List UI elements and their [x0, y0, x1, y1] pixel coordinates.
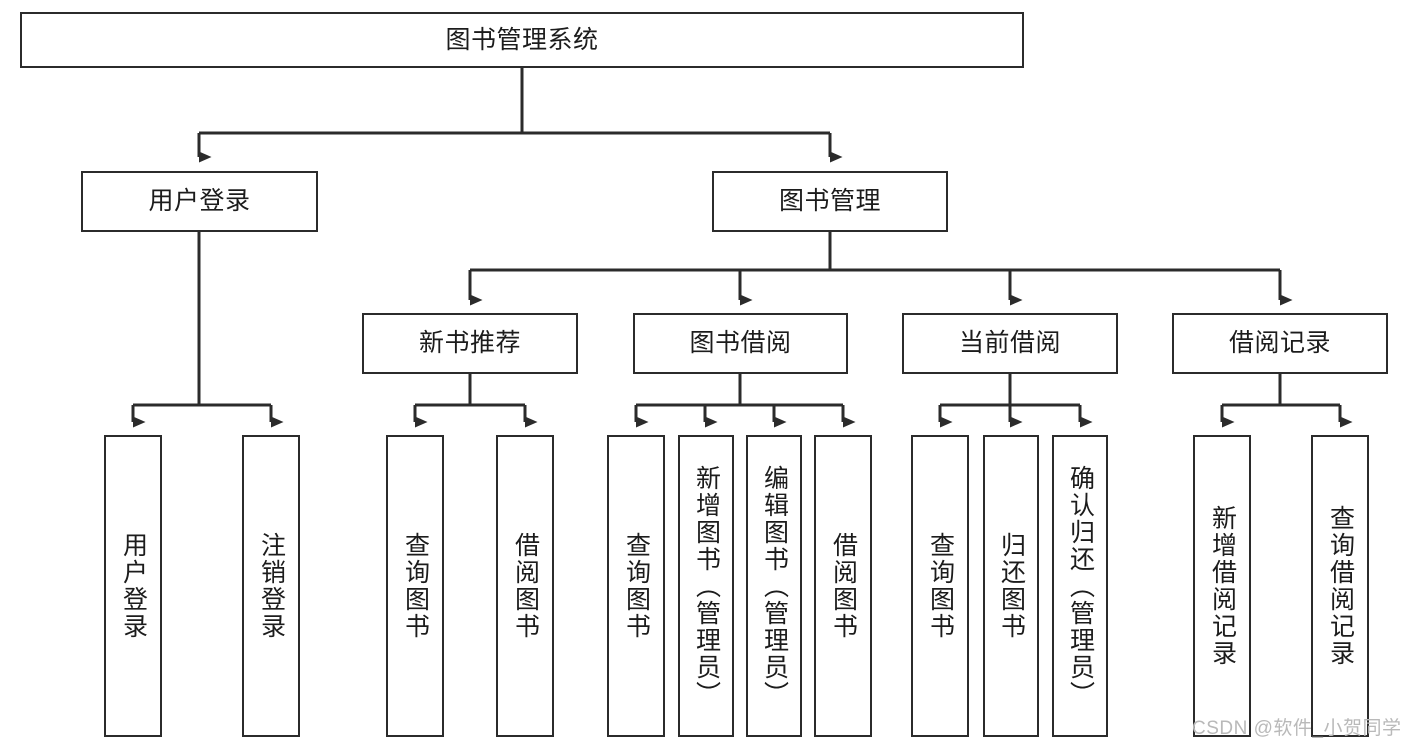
leaf-add-borrow-record[interactable]: 新增借阅记录	[1193, 435, 1251, 737]
node-user-login[interactable]: 用户登录	[81, 171, 318, 232]
leaf-confirm-return-admin[interactable]: 确认归还（管理员）	[1052, 435, 1108, 737]
node-new-book-recommendation[interactable]: 新书推荐	[362, 313, 578, 374]
node-label: 确认归还（管理员）	[1066, 464, 1095, 708]
node-book-borrowing[interactable]: 图书借阅	[633, 313, 848, 374]
node-label: 图书管理系统	[445, 25, 599, 54]
node-book-management[interactable]: 图书管理	[712, 171, 948, 232]
leaf-query-books-borrow[interactable]: 查询图书	[607, 435, 665, 737]
node-label: 借阅图书	[829, 532, 858, 640]
node-label: 用户登录	[148, 187, 251, 216]
node-label: 图书借阅	[689, 329, 792, 358]
node-label: 新书推荐	[418, 329, 521, 358]
leaf-borrow-books-borrow[interactable]: 借阅图书	[814, 435, 872, 737]
leaf-query-books-current[interactable]: 查询图书	[911, 435, 969, 737]
leaf-logout[interactable]: 注销登录	[242, 435, 300, 737]
leaf-query-books-newbook[interactable]: 查询图书	[386, 435, 444, 737]
node-label: 查询图书	[926, 532, 955, 640]
leaf-user-login[interactable]: 用户登录	[104, 435, 162, 737]
leaf-edit-book-admin[interactable]: 编辑图书（管理员）	[746, 435, 802, 737]
node-label: 借阅图书	[511, 532, 540, 640]
leaf-borrow-books-newbook[interactable]: 借阅图书	[496, 435, 554, 737]
node-label: 编辑图书（管理员）	[760, 464, 789, 708]
node-label: 新增借阅记录	[1208, 505, 1237, 667]
csdn-watermark: CSDN @软件_小贺同学	[1192, 718, 1402, 739]
node-label: 借阅记录	[1228, 329, 1331, 358]
node-label: 用户登录	[119, 532, 148, 640]
node-current-borrowing[interactable]: 当前借阅	[902, 313, 1118, 374]
node-label: 注销登录	[257, 532, 286, 640]
node-label: 新增图书（管理员）	[692, 464, 721, 708]
node-label: 图书管理	[778, 187, 881, 216]
node-label: 查询图书	[622, 532, 651, 640]
leaf-add-book-admin[interactable]: 新增图书（管理员）	[678, 435, 734, 737]
leaf-query-borrow-record[interactable]: 查询借阅记录	[1311, 435, 1369, 737]
node-root-book-management-system[interactable]: 图书管理系统	[20, 12, 1024, 68]
node-borrowing-record[interactable]: 借阅记录	[1172, 313, 1388, 374]
leaf-return-books[interactable]: 归还图书	[983, 435, 1039, 737]
node-label: 查询图书	[401, 532, 430, 640]
node-label: 当前借阅	[958, 329, 1061, 358]
node-label: 查询借阅记录	[1326, 505, 1355, 667]
node-label: 归还图书	[997, 532, 1026, 640]
